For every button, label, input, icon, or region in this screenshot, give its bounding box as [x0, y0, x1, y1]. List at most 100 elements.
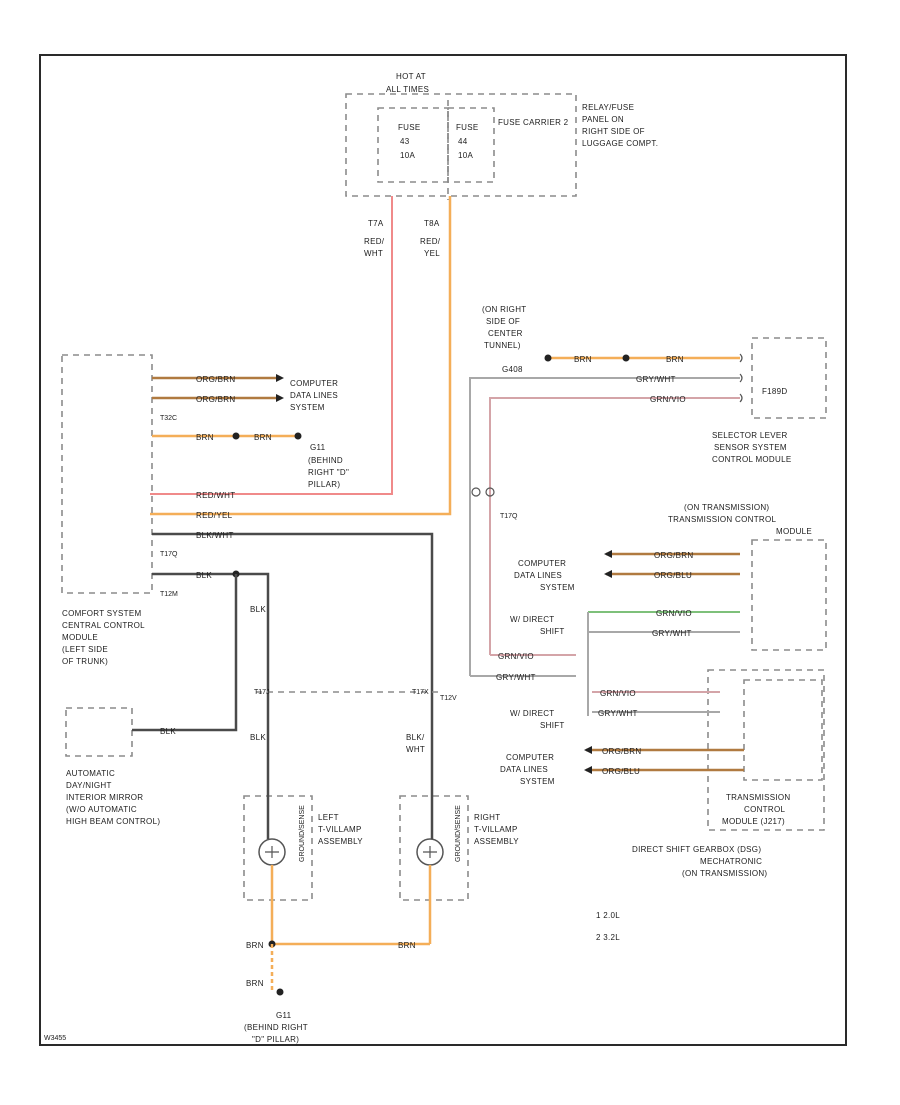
wire-blk-wht — [152, 532, 434, 792]
fuse-44-label: FUSE — [456, 123, 479, 132]
hot-at-label-2: ALL TIMES — [386, 85, 429, 94]
tcm-cd-3: SYSTEM — [540, 583, 575, 592]
mech-cd-1: COMPUTER — [506, 753, 554, 762]
wire-red-white — [150, 196, 393, 495]
connector-pin — [739, 393, 743, 403]
selector-wire-4: GRN/VIO — [650, 395, 686, 404]
mirror-box — [65, 707, 133, 757]
comfort-wire-3: BRN — [196, 433, 214, 442]
right-lamp-1: RIGHT — [474, 813, 500, 822]
right-lamp-3: ASSEMBLY — [474, 837, 519, 846]
selector-module-box — [751, 337, 827, 419]
mech-wire-3: ORG/BRN — [602, 747, 641, 756]
g11-label-3: PILLAR) — [308, 480, 340, 489]
mirror-label-5: HIGH BEAM CONTROL) — [66, 817, 160, 826]
tunnel-label-5: G408 — [502, 365, 523, 374]
right-lamp-wire-2: WHT — [406, 745, 425, 754]
splice-dot — [622, 354, 630, 362]
tcm-ds-2: SHIFT — [540, 627, 565, 636]
bottom-wire-2: BRN — [398, 941, 416, 950]
mechatronic-module: GRN/VIO GRY/WHT W/ DIRECT SHIFT ORG/BRN … — [500, 669, 825, 878]
connector-pin — [739, 373, 743, 383]
comfort-conn-1: T32C — [160, 415, 177, 422]
diagram-border — [39, 54, 847, 1046]
left-tvillamp: BLK BLK LEFT T-VILLAMP ASSEMBLY GROUND/S… — [243, 605, 363, 944]
arrow-icon — [584, 746, 592, 754]
wire-left-color-2: WHT — [364, 249, 383, 258]
connector-pin — [739, 353, 743, 363]
panel-label-4: LUGGAGE COMPT. — [582, 139, 658, 148]
tcm-box — [751, 539, 827, 651]
wire-right-color-1: RED/ — [420, 237, 441, 246]
fuse-panel-box — [345, 93, 577, 197]
mirror-label-1: AUTOMATIC — [66, 769, 115, 778]
bottom-wire-3: BRN — [246, 979, 264, 988]
wire-red-yellow — [150, 196, 452, 516]
comfort-wire-2: ORG/BRN — [196, 395, 235, 404]
tunnel-label-4: TUNNEL) — [484, 341, 521, 350]
bottom-ground-2: "D" PILLAR) — [252, 1035, 299, 1044]
g11-id: G11 — [310, 443, 326, 452]
engine-note-2: 2 3.2L — [596, 933, 620, 942]
mech-label-2: CONTROL — [744, 805, 785, 814]
left-lamp-1: LEFT — [318, 813, 339, 822]
right-lamp-wire-1: BLK/ — [406, 733, 425, 742]
g11-label-2: RIGHT "D" — [308, 468, 349, 477]
tunnel-label-2: SIDE OF — [486, 317, 520, 326]
lamp-filament-icon — [423, 846, 437, 858]
fuse-44-rating: 10A — [458, 151, 473, 160]
tcm-cd-1: COMPUTER — [518, 559, 566, 568]
tcm-conn: T17Q — [500, 513, 518, 520]
tcm-wire-5: GRN/VIO — [498, 652, 534, 661]
selector-component: F189D — [762, 387, 788, 396]
splice-dot — [544, 354, 552, 362]
mech-wire-2: GRY/WHT — [598, 709, 638, 718]
tcm-header-1: (ON TRANSMISSION) — [684, 503, 769, 512]
comfort-system-module: ORG/BRN ORG/BRN COMPUTER DATA LINES SYST… — [61, 354, 434, 792]
computer-data-1: COMPUTER — [290, 379, 338, 388]
mech-ds-2: SHIFT — [540, 721, 565, 730]
mech-cd-3: SYSTEM — [520, 777, 555, 786]
splice-right-2: T12V — [440, 695, 457, 702]
tcm-cd-2: DATA LINES — [514, 571, 562, 580]
selector-lever-module: F189D BRN BRN GRY/WHT GRN/VIO SELECTOR L… — [469, 337, 827, 676]
mirror-label-2: DAY/NIGHT — [66, 781, 112, 790]
arrow-icon — [604, 570, 612, 578]
splice-ring — [485, 487, 495, 497]
fuse-carrier-label: FUSE CARRIER 2 — [498, 118, 569, 127]
wire-grn-vio-selector — [489, 397, 740, 655]
panel-label-3: RIGHT SIDE OF — [582, 127, 645, 136]
tcm-wire-1: ORG/BRN — [654, 551, 693, 560]
left-lamp-box — [243, 795, 313, 901]
fuse-43-number: 43 — [400, 137, 410, 146]
right-lamp-side: GROUND/SENSE — [455, 805, 462, 862]
g11-label-1: (BEHIND — [308, 456, 343, 465]
mech-gearbox-1: DIRECT SHIFT GEARBOX (DSG) — [632, 845, 761, 854]
left-lamp-side: GROUND/SENSE — [299, 805, 306, 862]
fuse-44-box — [447, 107, 495, 183]
lamp-filament-icon — [265, 846, 279, 858]
computer-data-2: DATA LINES — [290, 391, 338, 400]
left-lamp-3: ASSEMBLY — [318, 837, 363, 846]
tunnel-ground-label: (ON RIGHT SIDE OF CENTER TUNNEL) G408 — [482, 305, 526, 374]
arrow-icon — [276, 374, 284, 382]
wire-right-id: T8A — [424, 219, 440, 228]
mech-ds-1: W/ DIRECT — [510, 709, 554, 718]
tcm-wire-4: GRY/WHT — [652, 629, 692, 638]
bottom-ground-1: (BEHIND RIGHT — [244, 1023, 308, 1032]
right-lamp-2: T-VILLAMP — [474, 825, 518, 834]
mech-label-3: MODULE (J217) — [722, 817, 785, 826]
wire-gry-wht-selector — [469, 377, 740, 676]
comfort-module-box — [61, 354, 153, 594]
splice-dot — [232, 432, 240, 440]
tcm-ds-1: W/ DIRECT — [510, 615, 554, 624]
interior-mirror: BLK AUTOMATIC DAY/NIGHT INTERIOR MIRROR … — [65, 574, 238, 826]
comfort-label-3: MODULE — [62, 633, 98, 642]
mirror-label-4: (W/O AUTOMATIC — [66, 805, 137, 814]
bottom-ground-id: G11 — [276, 1011, 292, 1020]
hot-at-label: HOT AT — [396, 72, 426, 81]
fuse-panel: HOT AT ALL TIMES FUSE 43 10A FUSE 44 10A… — [345, 72, 658, 200]
left-lamp-2: T-VILLAMP — [318, 825, 362, 834]
mech-gearbox-2: MECHATRONIC — [700, 857, 762, 866]
comfort-wire-5: RED/WHT — [196, 491, 235, 500]
